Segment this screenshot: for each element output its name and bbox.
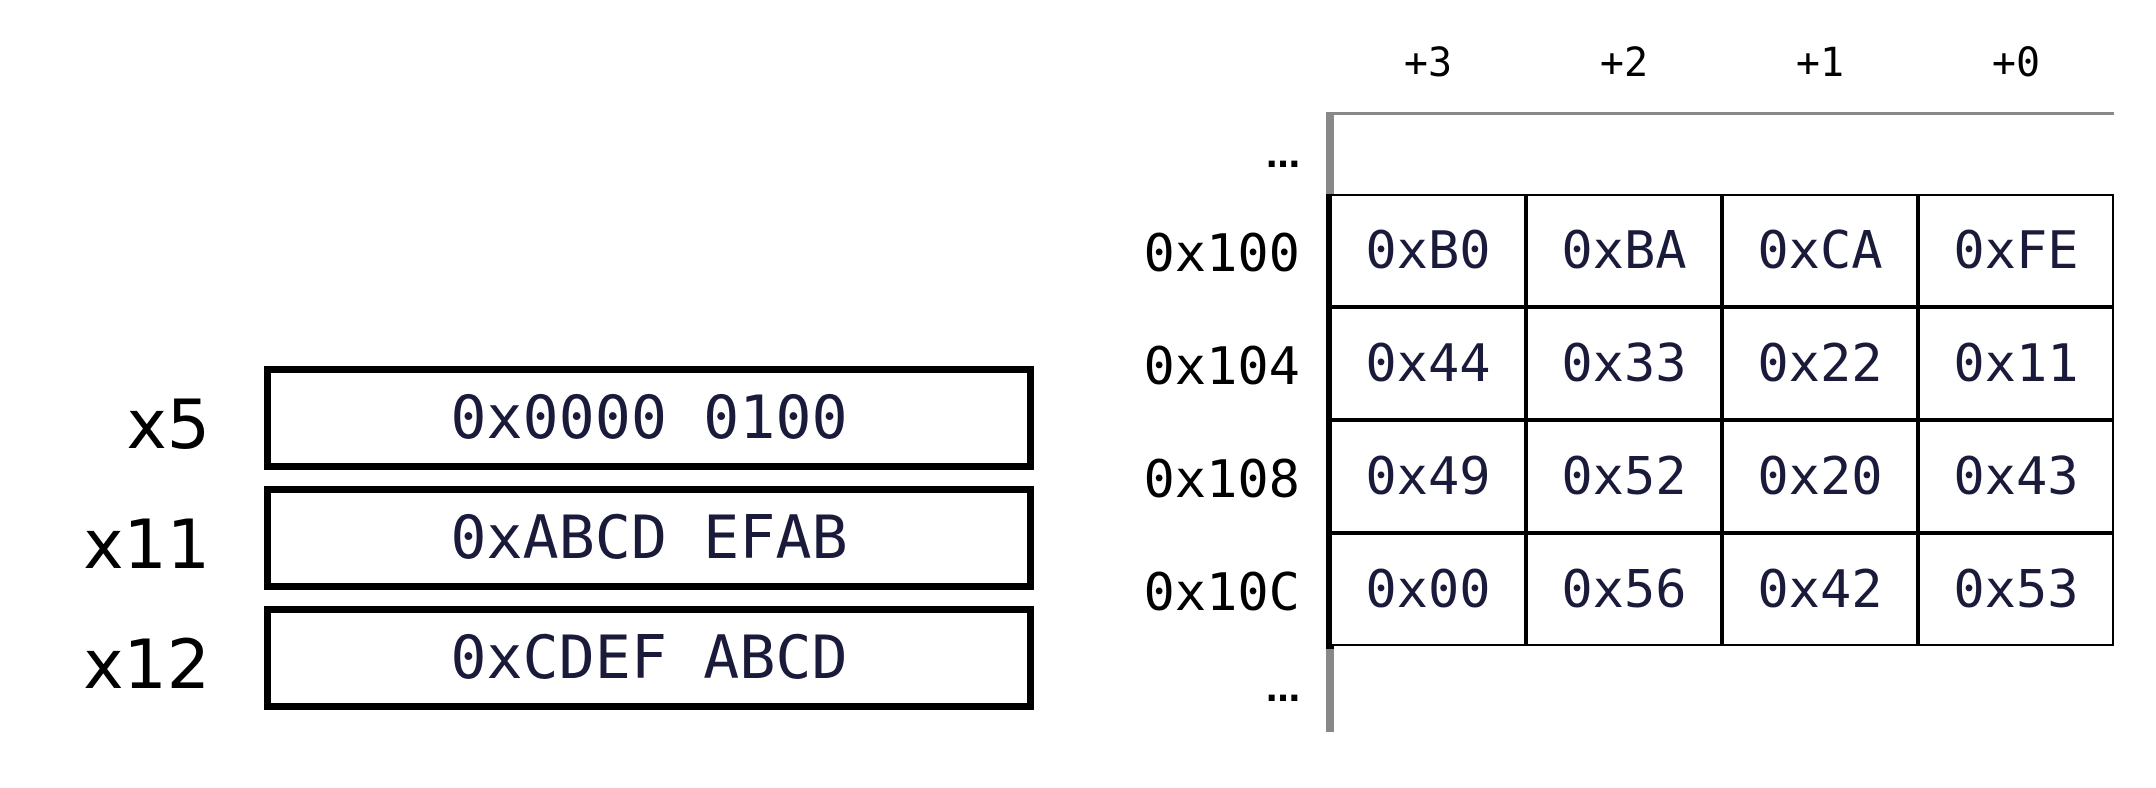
- address-label: 0x100: [1143, 224, 1300, 284]
- memory-cell: 0xCA: [1722, 194, 1918, 307]
- memory-cell: 0x22: [1722, 307, 1918, 420]
- memory-top-edge: [1326, 112, 2114, 115]
- memory-cell: 0x43: [1918, 420, 2114, 533]
- column-header-plus1: +1: [1795, 40, 1845, 86]
- ellipsis-bottom: …: [1266, 670, 1300, 710]
- memory-cell: 0x53: [1918, 533, 2114, 646]
- memory-cell: 0x42: [1722, 533, 1918, 646]
- memory-cell: 0x00: [1330, 533, 1526, 646]
- register-value-x5: 0x0000 0100: [264, 366, 1034, 470]
- register-value-x11: 0xABCD EFAB: [264, 486, 1034, 590]
- address-label: 0x10C: [1143, 563, 1300, 623]
- column-header-plus2: +2: [1599, 40, 1649, 86]
- memory-cell: 0x56: [1526, 533, 1722, 646]
- register-name-x12: x12: [83, 626, 210, 705]
- column-header-plus0: +0: [1991, 40, 2041, 86]
- address-label: 0x104: [1143, 337, 1300, 397]
- memory-cell: 0xB0: [1330, 194, 1526, 307]
- register-name-x5: x5: [126, 386, 210, 465]
- memory-cell: 0x52: [1526, 420, 1722, 533]
- memory-cell: 0x33: [1526, 307, 1722, 420]
- address-label: 0x108: [1143, 450, 1300, 510]
- memory-cell: 0xBA: [1526, 194, 1722, 307]
- memory-cell: 0x44: [1330, 307, 1526, 420]
- ellipsis-top: …: [1266, 136, 1300, 176]
- memory-cell: 0x11: [1918, 307, 2114, 420]
- memory-cell: 0x49: [1330, 420, 1526, 533]
- memory-cell: 0x20: [1722, 420, 1918, 533]
- memory-cell: 0xFE: [1918, 194, 2114, 307]
- register-value-x12: 0xCDEF ABCD: [264, 606, 1034, 710]
- column-header-plus3: +3: [1403, 40, 1453, 86]
- register-name-x11: x11: [83, 506, 210, 585]
